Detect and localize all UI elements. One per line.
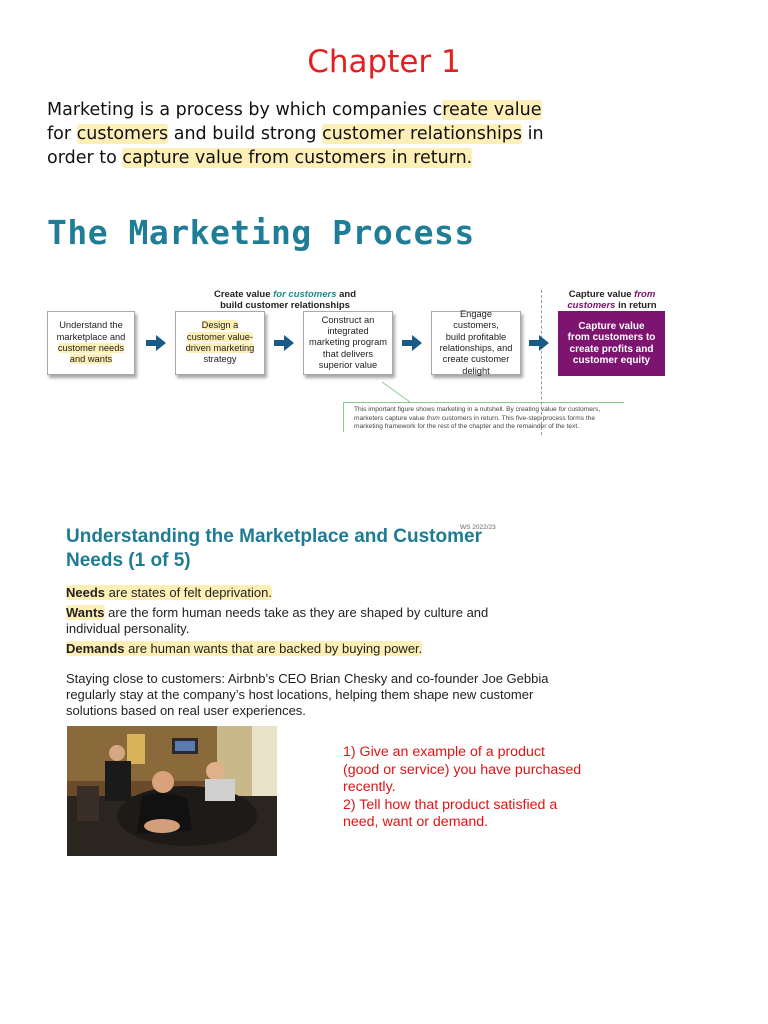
- needs-definition: Needs are states of felt deprivation.: [66, 585, 546, 601]
- marketing-definition: Marketing is a process by which companie…: [47, 98, 547, 170]
- airbnb-founders-photo: [67, 726, 277, 856]
- group-heading-emphasis: from: [634, 289, 656, 300]
- highlight-capture-value: capture value from customers in return.: [122, 148, 473, 168]
- group-heading-text: and: [336, 289, 357, 300]
- slide-title-line: Needs (1 of 5): [66, 550, 191, 571]
- step-design-strategy: Design a customer value- driven marketin…: [175, 311, 265, 375]
- step-text: strategy: [203, 354, 237, 365]
- caption-emphasis: from: [426, 414, 440, 422]
- highlight-customer-relationships: customer relationships: [322, 124, 523, 144]
- chapter-title: Chapter 1: [307, 44, 461, 80]
- step-engage-customers: Engage customers, build profitable relat…: [431, 309, 521, 376]
- group-heading-text: Create value: [213, 289, 274, 300]
- group-heading-create-value: Create value for customers and build cus…: [190, 289, 380, 311]
- definition-text: for: [47, 124, 77, 144]
- definition-text: Marketing is a process by which companie…: [47, 100, 443, 120]
- group-heading-text: in return: [615, 300, 657, 311]
- arrow-right-icon: [146, 335, 166, 351]
- definition-text: order to: [47, 148, 123, 168]
- highlight-create-value: reate value: [442, 100, 542, 120]
- caption-text: marketing framework for the rest of the …: [354, 423, 580, 431]
- arrow-right-icon: [402, 335, 422, 351]
- step-text: from customers to: [567, 332, 656, 343]
- demands-definition: Demands are human wants that are backed …: [66, 641, 546, 657]
- step-text: create profits and: [569, 343, 654, 355]
- step-text: that delivers: [322, 348, 374, 359]
- caption-text: customers in return. This five-step proc…: [439, 414, 596, 422]
- step-text: delight: [462, 365, 490, 376]
- group-heading-capture-value: Capture value from customers in return: [553, 289, 671, 311]
- definition-text: in: [522, 124, 544, 144]
- step-text: create customer: [442, 354, 510, 365]
- definition-text: are states of felt deprivation.: [105, 585, 272, 600]
- term-wants: Wants: [66, 605, 105, 620]
- arrow-right-icon: [529, 335, 549, 351]
- step-text: Engage customers,: [453, 309, 499, 331]
- step-capture-value: Capture value from customers to create p…: [558, 311, 665, 376]
- step-text: marketplace and: [56, 331, 126, 342]
- step-construct-program: Construct an integrated marketing progra…: [303, 311, 393, 375]
- group-heading-text: Capture value: [568, 289, 635, 300]
- definition-text: are human wants that are backed by buyin…: [124, 641, 423, 656]
- step-text: marketing program: [308, 337, 388, 348]
- question-2: 2) Tell how that product satisfied a nee…: [343, 796, 558, 831]
- caption-text: marketers capture value: [354, 414, 427, 422]
- slide-title-line: Understanding the Marketplace and Custom…: [66, 526, 482, 547]
- process-heading: The Marketing Process: [47, 213, 475, 252]
- term-demands: Demands: [66, 641, 125, 656]
- question-1: 1) Give an example of a product (good or…: [343, 744, 582, 795]
- diagram-separator: [541, 290, 542, 435]
- caption-emphasis: for: [558, 406, 567, 413]
- term-needs: Needs: [66, 585, 106, 600]
- step-text: customer equity: [572, 355, 651, 366]
- discussion-questions: 1) Give an example of a product (good or…: [343, 744, 583, 832]
- caption-connector: [381, 381, 411, 403]
- group-heading-emphasis: for customers: [273, 289, 337, 300]
- staying-close-paragraph: Staying close to customers: Airbnb’s CEO…: [66, 671, 549, 718]
- step-text-highlighted: and wants: [69, 354, 113, 365]
- date-stamp: WS 2022/23: [460, 524, 496, 531]
- wants-definition: Wants are the form human needs take as t…: [66, 605, 546, 637]
- caption-text: This important figure shows marketing in…: [354, 406, 559, 413]
- step-text: build profitable: [445, 331, 507, 342]
- group-heading-emphasis: customers: [567, 300, 616, 311]
- highlight-customers: customers: [76, 124, 169, 144]
- arrow-right-icon: [274, 335, 294, 351]
- step-text-highlighted: Design a: [201, 320, 239, 331]
- step-text: superior value: [318, 359, 378, 370]
- step-text: relationships, and: [439, 343, 513, 353]
- step-understand-marketplace: Understand the marketplace and customer …: [47, 311, 135, 375]
- caption-text: customers,: [566, 406, 601, 413]
- step-text-highlighted: customer value-: [186, 331, 254, 342]
- step-text-highlighted: driven marketing: [185, 343, 255, 353]
- slide-title: Understanding the Marketplace and Custom…: [66, 525, 546, 573]
- figure-caption: This important figure shows marketing in…: [343, 402, 624, 432]
- group-heading-text: build customer relationships: [220, 300, 350, 311]
- definition-text: are the form human needs take as they ar…: [104, 605, 489, 620]
- step-text: integrated: [327, 326, 369, 337]
- definition-text: and build strong: [168, 124, 323, 144]
- step-text: Understand the: [59, 320, 123, 331]
- definition-text: individual personality.: [66, 621, 190, 636]
- step-text: Capture value: [578, 320, 645, 332]
- step-text: Construct an: [321, 314, 375, 325]
- step-text-highlighted: customer needs: [57, 343, 125, 353]
